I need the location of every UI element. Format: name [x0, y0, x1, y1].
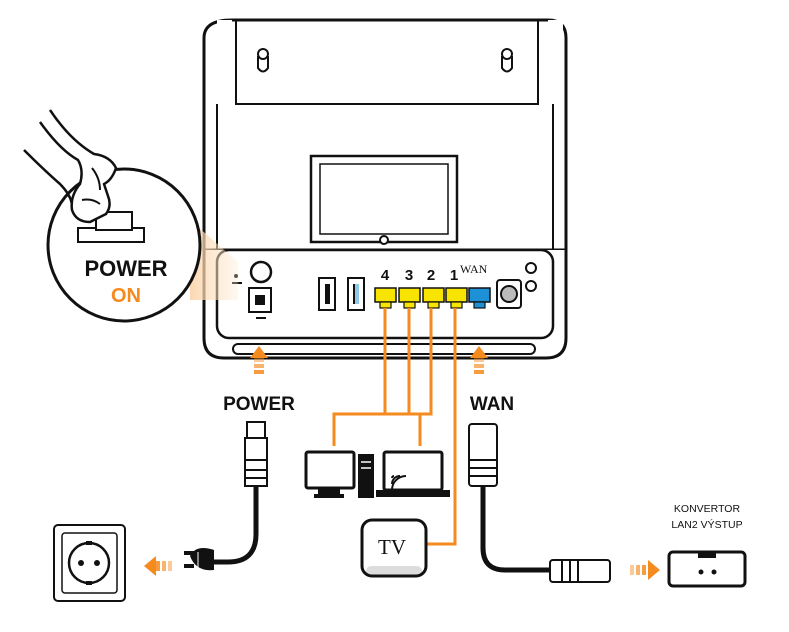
tv-box-icon: TV: [360, 518, 428, 578]
lan-port-2-label: 2: [427, 267, 435, 284]
converter-label-line2: LAN2 VÝSTUP: [671, 518, 742, 531]
antenna-connectors: [525, 262, 537, 292]
usb-port-1: [318, 277, 336, 311]
tv-label: TV: [378, 535, 406, 559]
desktop-computer-icon: [304, 450, 374, 498]
wan-cable: [468, 423, 611, 583]
power-cable: [214, 421, 268, 565]
mount-hole-icon: [501, 48, 513, 73]
power-plug-icon: [184, 548, 214, 571]
lan-cables: [332, 308, 457, 546]
laptop-icon: [376, 450, 450, 497]
converter-label-line1: KONVERTOR: [674, 503, 741, 515]
lan-port-1-label: 1: [450, 267, 458, 284]
power-on-callout: POWER ON: [23, 109, 202, 323]
phone-port: [496, 279, 522, 309]
power-port-label: POWER: [223, 394, 295, 415]
hand-pointer-icon: [23, 109, 118, 224]
usb-port-2: [347, 277, 365, 311]
arrow-up-wan-icon: [470, 346, 488, 374]
arrow-left-outlet-icon: [144, 556, 172, 576]
zoom-highlight: [190, 220, 238, 300]
lan-port-4-label: 4: [381, 267, 390, 284]
wan-port-small-label: WAN: [460, 262, 488, 276]
lan-port-3-label: 3: [405, 267, 413, 284]
lan-port-2: 2: [422, 267, 445, 309]
arrow-up-power-icon: [250, 346, 268, 374]
wan-port-label: WAN: [470, 394, 514, 415]
power-on-label-top: POWER: [84, 256, 167, 281]
wan-port: WAN: [460, 262, 491, 309]
lan-port-1: 1: [445, 267, 468, 309]
arrow-right-converter-icon: [630, 560, 660, 580]
power-on-label-bottom: ON: [111, 285, 141, 307]
converter-device-icon: [667, 550, 747, 588]
wall-outlet-icon: [53, 524, 126, 602]
power-switch: [232, 260, 273, 319]
mount-hole-icon: [257, 48, 269, 73]
lan-port-4: 4: [374, 267, 397, 309]
router: [202, 18, 568, 360]
